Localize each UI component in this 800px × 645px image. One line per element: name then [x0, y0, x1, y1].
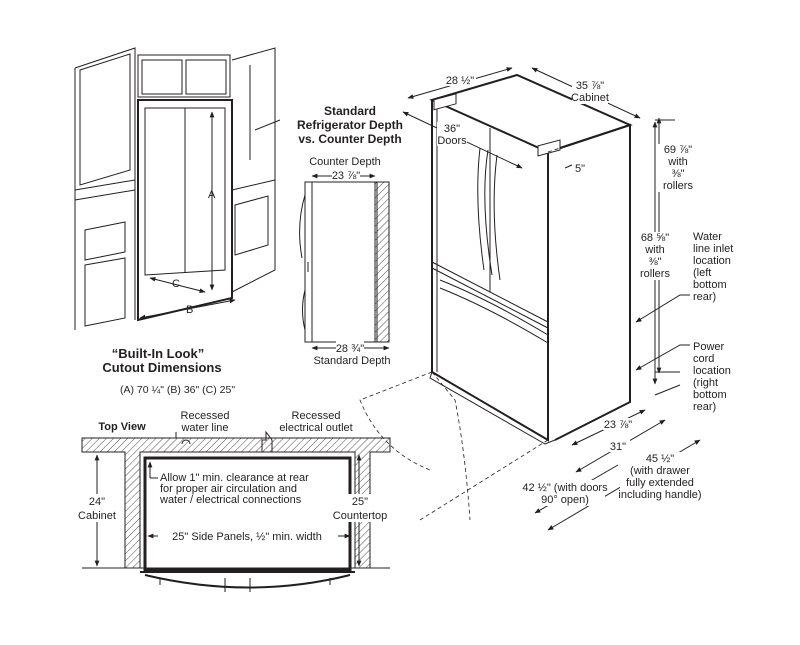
doors-width-label: Doors — [437, 135, 467, 147]
open-door-depth-note: 90° open) — [541, 494, 589, 506]
power-cord-text: bottom — [693, 389, 727, 401]
drawer-depth-note: including handle) — [618, 489, 701, 501]
water-line-callout: Water line inlet location (left bottom r… — [635, 231, 733, 323]
standard-depth-value: 28 ¾" — [336, 343, 364, 355]
water-line-text: Water — [693, 231, 722, 243]
clearance-note: for proper air circulation and — [160, 483, 297, 495]
drawer-depth-value: 45 ½" — [646, 453, 674, 465]
side-view-title-2: Refrigerator Depth — [297, 118, 403, 132]
total-height-rollers: rollers — [663, 180, 693, 192]
counter-depth-label: Counter Depth — [309, 156, 381, 168]
side-view-title-1: Standard — [324, 104, 376, 118]
recessed-water-line-label: Recessed — [181, 410, 230, 422]
builtin-dimensions: (A) 70 ¼" (B) 36" (C) 25" — [120, 384, 235, 396]
drawer-depth-note: fully extended — [626, 477, 694, 489]
side-panels-note: 25" Side Panels, ½" min. width — [172, 531, 322, 543]
power-cord-text: cord — [693, 353, 714, 365]
power-cord-text: Power — [693, 341, 725, 353]
side-view-title-3: vs. Counter Depth — [298, 132, 401, 146]
top-view-title: Top View — [98, 421, 146, 433]
water-line-text: location — [693, 255, 731, 267]
cabinet-width-label: Cabinet — [571, 92, 609, 104]
dimension-label-b: B — [186, 304, 193, 316]
total-height-rollers-size: ⅜" — [671, 168, 684, 180]
water-line-text: rear) — [693, 291, 716, 303]
water-line-text: (left — [693, 267, 711, 279]
builtin-kitchen-illustration: A C B — [74, 47, 281, 330]
cabinet-depth-label: 24" — [89, 496, 105, 508]
recessed-water-line-label: water line — [180, 422, 228, 434]
countertop-depth-label: 25" — [352, 496, 368, 508]
power-cord-text: rear) — [693, 401, 716, 413]
builtin-title-line1: “Built-In Look” — [112, 346, 204, 361]
dimension-label-a: A — [208, 189, 216, 201]
dimension-label-c: C — [172, 278, 180, 290]
power-cord-text: (right — [693, 377, 718, 389]
builtin-title-line2: Cutout Dimensions — [102, 360, 221, 375]
standard-depth-label: Standard Depth — [313, 355, 390, 367]
door-depth-dimension: 31" — [610, 441, 626, 453]
cabinet-height-value: 68 ⅝" — [641, 232, 669, 244]
drawer-depth-note: (with drawer — [630, 465, 690, 477]
recessed-outlet-label: electrical outlet — [279, 422, 352, 434]
cabinet-depth-label: Cabinet — [78, 510, 116, 522]
countertop-depth-label: Countertop — [333, 510, 387, 522]
cabinet-depth-dimension: 23 ⅞" — [604, 419, 632, 431]
clearance-note: water / electrical connections — [159, 494, 302, 506]
doors-width-value: 36" — [444, 123, 460, 135]
counter-depth-value: 23 ⅞" — [332, 170, 360, 182]
water-line-text: line inlet — [693, 243, 733, 255]
power-cord-text: location — [693, 365, 731, 377]
side-view-illustration — [299, 181, 390, 343]
clearance-note: Allow 1" min. clearance at rear — [160, 472, 309, 484]
power-cord-callout: Power cord location (right bottom rear) — [635, 341, 731, 413]
total-height-value: 69 ⅞" — [664, 144, 692, 156]
cabinet-width-value: 35 ⅞" — [576, 80, 604, 92]
total-height-with: with — [667, 156, 688, 168]
hinge-dimension: 5" — [575, 163, 585, 175]
cabinet-height-rollers-size: ⅜" — [648, 256, 661, 268]
cabinet-height-with: with — [644, 244, 665, 256]
top-width-dimension: 28 ½" — [446, 75, 474, 87]
water-line-text: bottom — [693, 279, 727, 291]
cabinet-height-rollers: rollers — [640, 268, 670, 280]
open-door-depth-value: 42 ½" (with doors — [522, 482, 608, 494]
recessed-outlet-label: Recessed — [292, 410, 341, 422]
